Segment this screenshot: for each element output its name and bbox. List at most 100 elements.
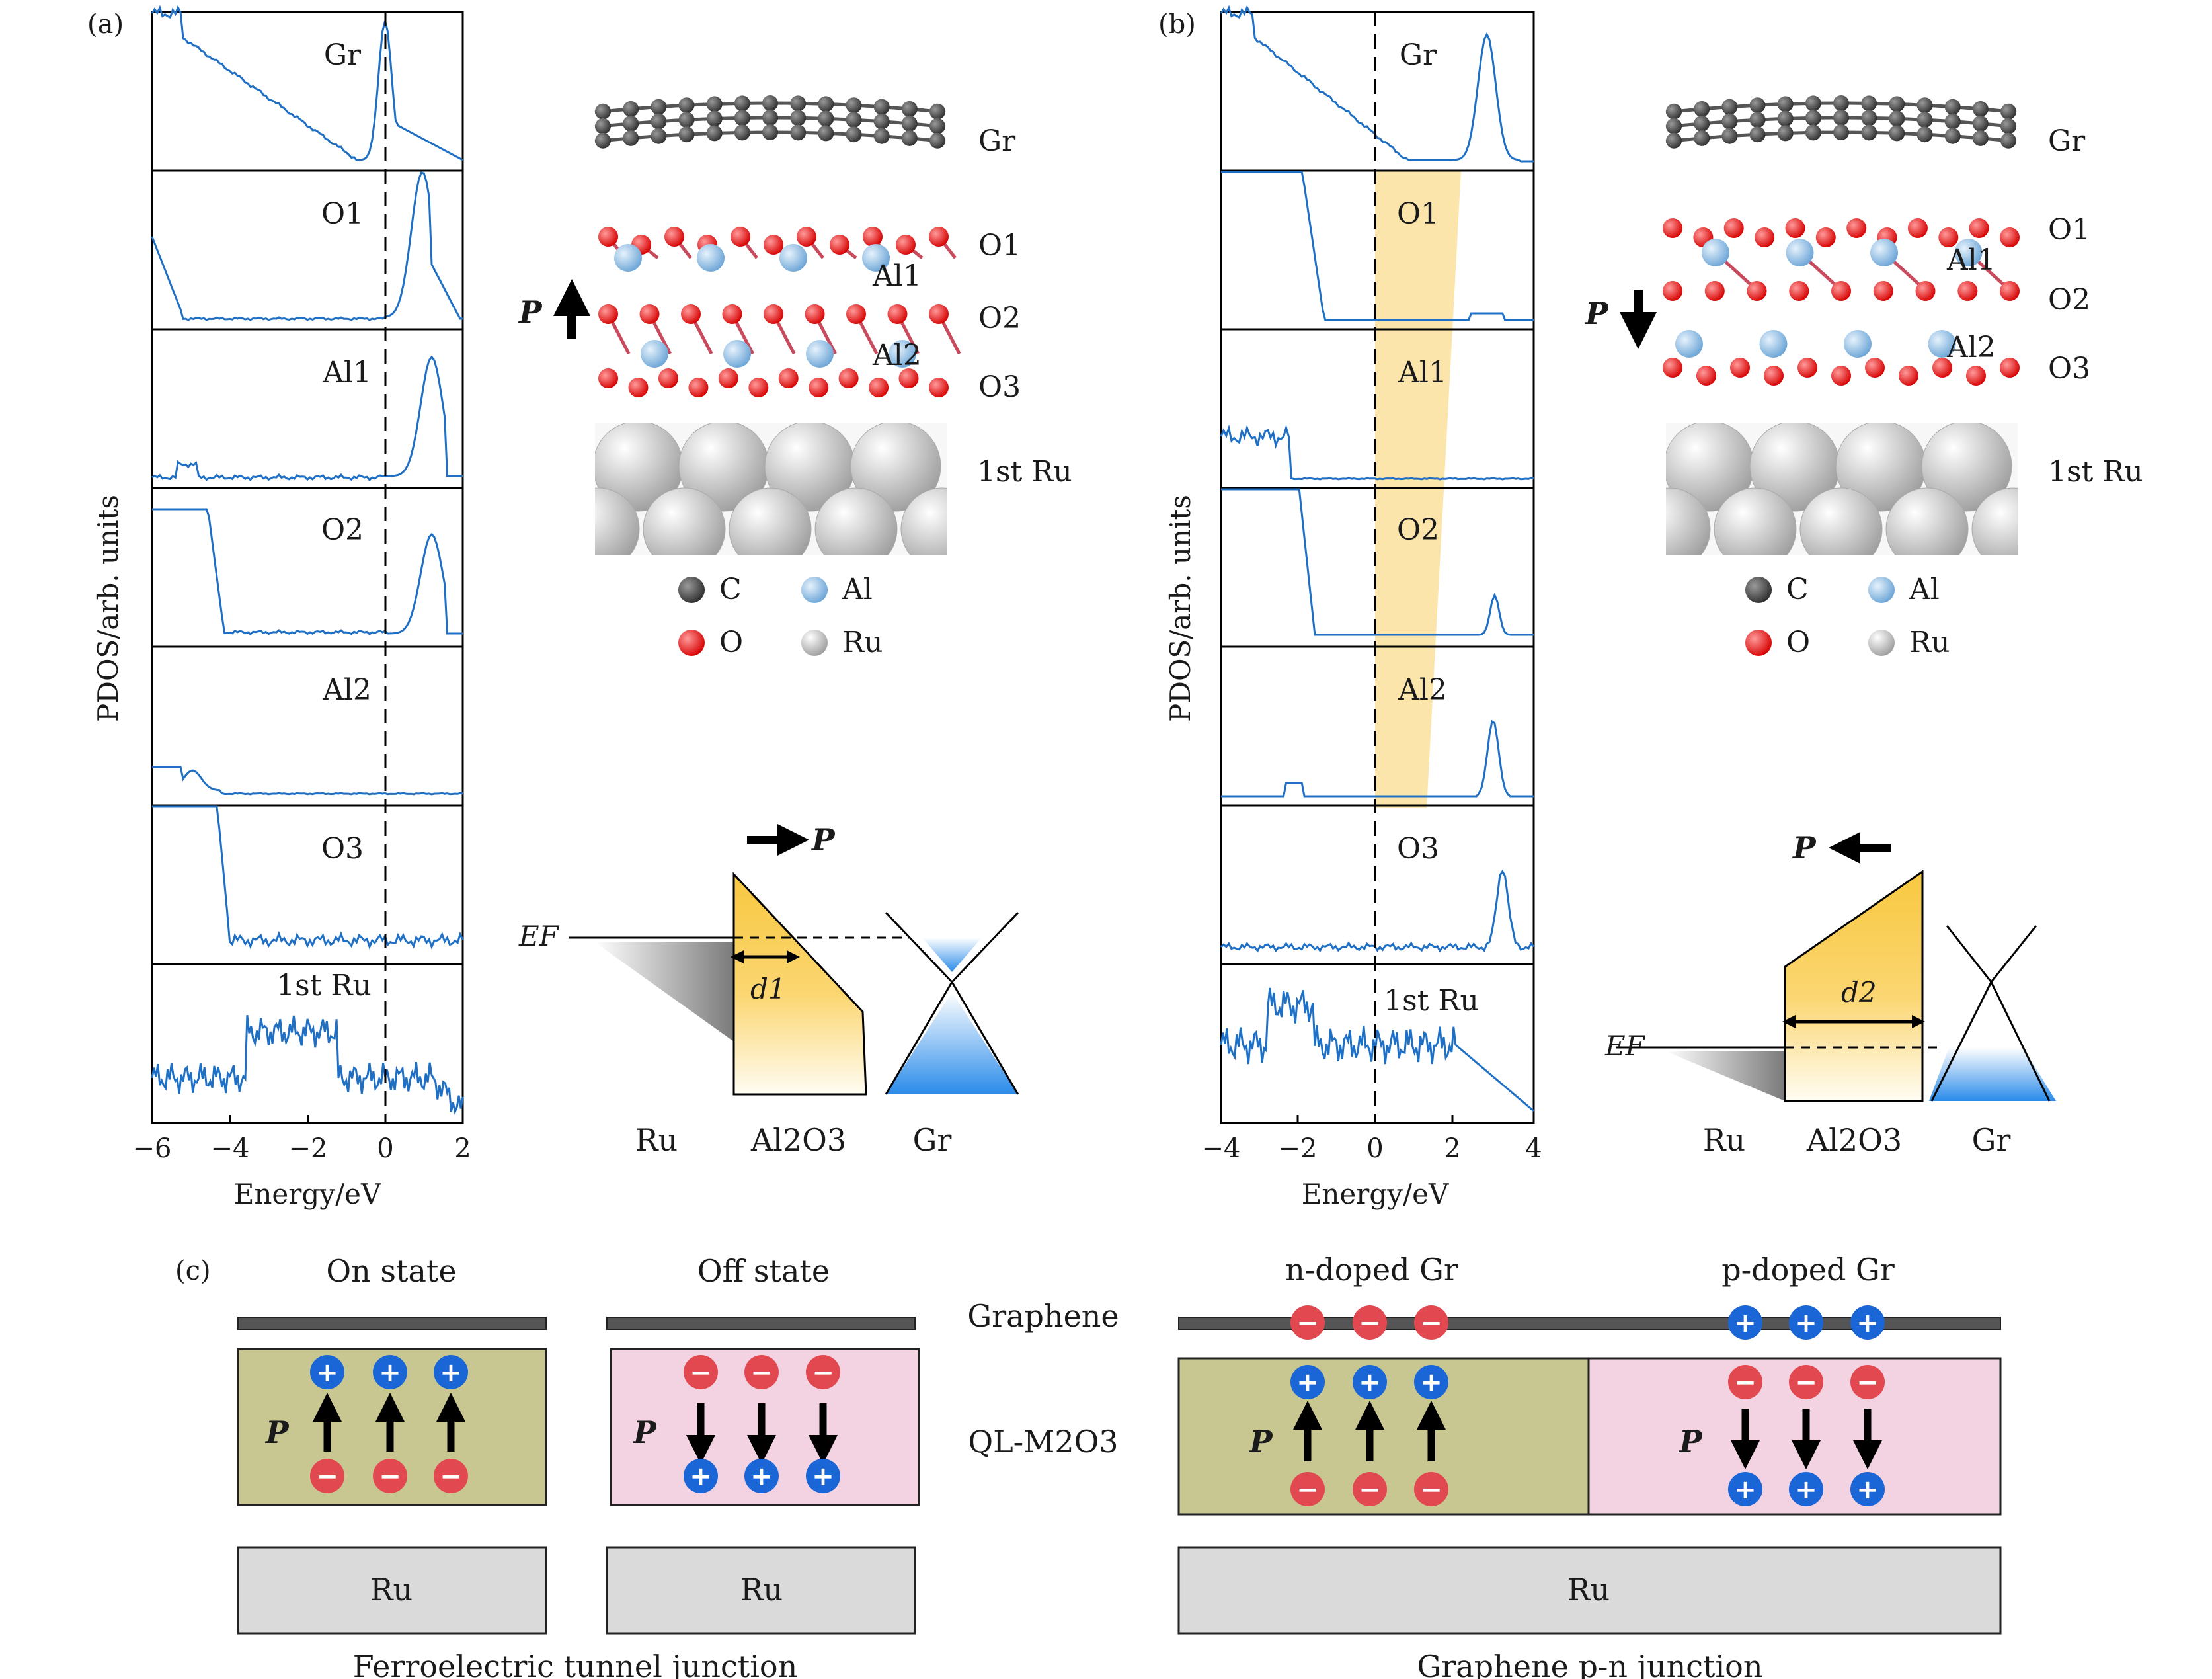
pdos-curve [1220, 424, 1534, 481]
panel-c-schematic: (c) On state Off state Graphene QL-M2O3 … [175, 1252, 2002, 1679]
panel-b-gr-filled-lower [1929, 1047, 2056, 1101]
pdos-frame [1220, 804, 1535, 965]
panel-a-d1: d1 [750, 973, 786, 1005]
panel-a-p-label: P [518, 294, 543, 330]
plus-charge-icon [806, 1459, 840, 1493]
minus-charge-icon [1353, 1305, 1387, 1340]
panel-a-layer-gr: Gr [978, 124, 1016, 158]
off-ru-box [606, 1546, 916, 1635]
x-tick-label: −6 [133, 1133, 172, 1164]
legend-ru-icon [1868, 630, 1895, 656]
plus-charge-icon [1414, 1365, 1448, 1399]
on-p-symbol: P [264, 1414, 290, 1450]
minus-charge-icon [434, 1459, 468, 1493]
pdos-curve [1221, 171, 1534, 321]
panel-a-ru-fermi-sea [595, 942, 734, 1042]
panel-b-row-ru: 1st Ru [1384, 984, 1479, 1018]
minus-charge-icon [1414, 1305, 1448, 1340]
svg-text:+: + [1296, 1368, 1319, 1398]
panel-b-ylabel: PDOS/arb. units [1164, 495, 1197, 722]
svg-text:+: + [1734, 1475, 1757, 1505]
minus-charge-icon [1290, 1305, 1325, 1340]
svg-text:+: + [690, 1461, 712, 1492]
panel-a-band-diagram: P d1 EF Ru Al2O3 Gr [518, 822, 1019, 1158]
x-tick-label: −2 [289, 1133, 328, 1164]
panel-c-label: (c) [175, 1256, 211, 1286]
plus-charge-icon [1728, 1305, 1762, 1340]
panel-b-region-ru: Ru [1703, 1122, 1745, 1158]
panel-a-layer-o3: O3 [978, 370, 1021, 404]
n-doped-title: n-doped Gr [1285, 1252, 1458, 1288]
minus-charge-icon [1789, 1365, 1823, 1399]
panel-b-legend-o: O [1786, 626, 1810, 659]
panel-a-legend-ru: Ru [842, 626, 883, 659]
panel-a-legend-al: Al [842, 573, 873, 606]
svg-text:+: + [1795, 1308, 1817, 1338]
plus-charge-icon [310, 1355, 344, 1389]
panel-a-ru-atoms [595, 423, 947, 555]
off-p-symbol: P [632, 1414, 657, 1450]
plus-charge-icon [1789, 1305, 1823, 1340]
pdos-curve [151, 171, 463, 321]
pn-right-p-symbol: P [1678, 1424, 1703, 1459]
x-tick-label: 2 [454, 1133, 471, 1164]
svg-text:+: + [379, 1358, 401, 1388]
x-tick-label: 2 [1444, 1133, 1460, 1164]
svg-text:+: + [1856, 1475, 1879, 1505]
svg-text:−: − [1795, 1368, 1817, 1398]
panel-b-layer-o2: O2 [2048, 283, 2090, 317]
pdos-curve [1220, 869, 1535, 953]
svg-text:+: + [1795, 1475, 1817, 1505]
panel-b-row-o2: O2 [1397, 513, 1439, 547]
on-ru-label: Ru [370, 1572, 413, 1608]
minus-charge-icon [310, 1459, 344, 1493]
panel-b-row-al2: Al2 [1398, 673, 1447, 707]
svg-text:+: + [1856, 1308, 1879, 1338]
pdos-curve [152, 805, 464, 950]
panel-b-layer-al1: Al1 [1946, 243, 1996, 277]
minus-charge-icon [684, 1355, 718, 1389]
plus-charge-icon [1850, 1472, 1885, 1506]
x-tick-label: −4 [211, 1133, 250, 1164]
panel-b-d2: d2 [1841, 976, 1877, 1008]
panel-a-band-p: P [810, 822, 836, 858]
minus-charge-icon [1353, 1472, 1387, 1506]
pdos-frame [151, 328, 464, 489]
svg-text:−: − [1734, 1368, 1757, 1398]
panel-b-row-o1: O1 [1397, 197, 1439, 231]
legend-o-icon [1745, 630, 1772, 656]
panel-a-row-o3: O3 [321, 832, 364, 866]
svg-text:+: + [316, 1358, 338, 1388]
panel-b-band-p: P [1792, 830, 1817, 866]
panel-a-layer-ru: 1st Ru [977, 455, 1072, 489]
p-doped-title: p-doped Gr [1721, 1252, 1895, 1288]
ftj-caption: Ferroelectric tunnel junction [353, 1649, 798, 1679]
legend-o-icon [678, 630, 705, 656]
panel-a-region-ru: Ru [635, 1122, 678, 1158]
minus-charge-icon [373, 1459, 407, 1493]
panel-a-row-al2: Al2 [322, 673, 372, 707]
panel-b-ru-fermi-sea [1666, 1051, 1785, 1101]
pdos-curve [1220, 5, 1534, 163]
panel-a-xlabel: Energy/eV [234, 1178, 381, 1210]
plus-charge-icon [1728, 1472, 1762, 1506]
svg-text:−: − [1856, 1368, 1879, 1398]
panel-b-legend-al: Al [1909, 573, 1940, 606]
panel-b-band-diagram: P d2 EF Ru Al2O3 Gr [1604, 830, 2056, 1158]
panel-b-layer-ru: 1st Ru [2048, 455, 2143, 489]
off-state-title: Off state [697, 1253, 830, 1289]
off-graphene-bar [606, 1317, 916, 1330]
plus-charge-icon [373, 1355, 407, 1389]
pdos-frame [1220, 963, 1535, 1124]
minus-charge-icon [1414, 1472, 1448, 1506]
legend-c-icon [1745, 577, 1772, 603]
plus-charge-icon [684, 1459, 718, 1493]
panel-b-row-gr: Gr [1400, 38, 1437, 72]
panel-a-layer-o1: O1 [978, 229, 1021, 263]
x-tick-label: 4 [1525, 1133, 1542, 1164]
pdos-curve [151, 355, 463, 482]
svg-text:−: − [690, 1358, 712, 1388]
panel-a-row-o1: O1 [321, 197, 364, 231]
minus-charge-icon [1290, 1472, 1325, 1506]
